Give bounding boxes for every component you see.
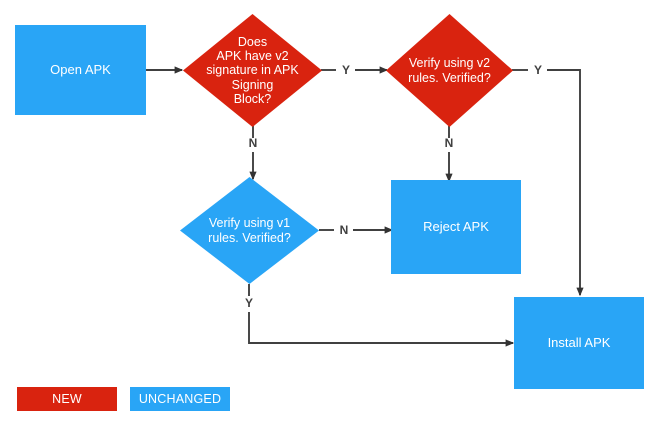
edge-label-hasv2-no: N <box>248 136 258 150</box>
node-open-apk-label: Open APK <box>50 62 111 78</box>
edge-label-verifyv2-yes: Y <box>533 63 542 77</box>
node-reject-apk-label: Reject APK <box>423 219 489 235</box>
node-reject-apk[interactable]: Reject APK <box>391 180 521 274</box>
edge-label-verifyv1-no: N <box>339 223 349 237</box>
verify-v1-diamond-shape <box>180 177 319 284</box>
node-has-v2-signature-label: Does APK have v2 signature in APK Signin… <box>206 34 299 106</box>
legend-item-unchanged-label: UNCHANGED <box>138 392 222 406</box>
legend-item-new: NEW <box>17 387 117 411</box>
edge-verifyv2-yes-route <box>547 69 584 297</box>
edge-label-verifyv2-no: N <box>444 136 454 150</box>
edge-label-verifyv1-yes: Y <box>244 296 253 310</box>
node-verify-v2-label: Verify using v2 rules. Verified? <box>408 56 491 85</box>
node-install-apk[interactable]: Install APK <box>514 297 644 389</box>
verify-v2-diamond-shape <box>386 14 513 127</box>
has-v2-signature-diamond-shape <box>183 14 322 127</box>
node-verify-v1[interactable]: Verify using v1 rules. Verified? <box>180 177 319 284</box>
legend-item-unchanged: UNCHANGED <box>130 387 230 411</box>
edge-verifyv1-yes-route <box>248 312 515 347</box>
node-verify-v2[interactable]: Verify using v2 rules. Verified? <box>386 14 513 127</box>
edge-label-hasv2-yes: Y <box>341 63 350 77</box>
node-install-apk-label: Install APK <box>547 335 611 351</box>
node-has-v2-signature[interactable]: Does APK have v2 signature in APK Signin… <box>183 14 322 127</box>
node-open-apk[interactable]: Open APK <box>15 25 146 115</box>
legend-item-new-label: NEW <box>52 392 82 406</box>
node-verify-v1-label: Verify using v1 rules. Verified? <box>208 216 291 245</box>
